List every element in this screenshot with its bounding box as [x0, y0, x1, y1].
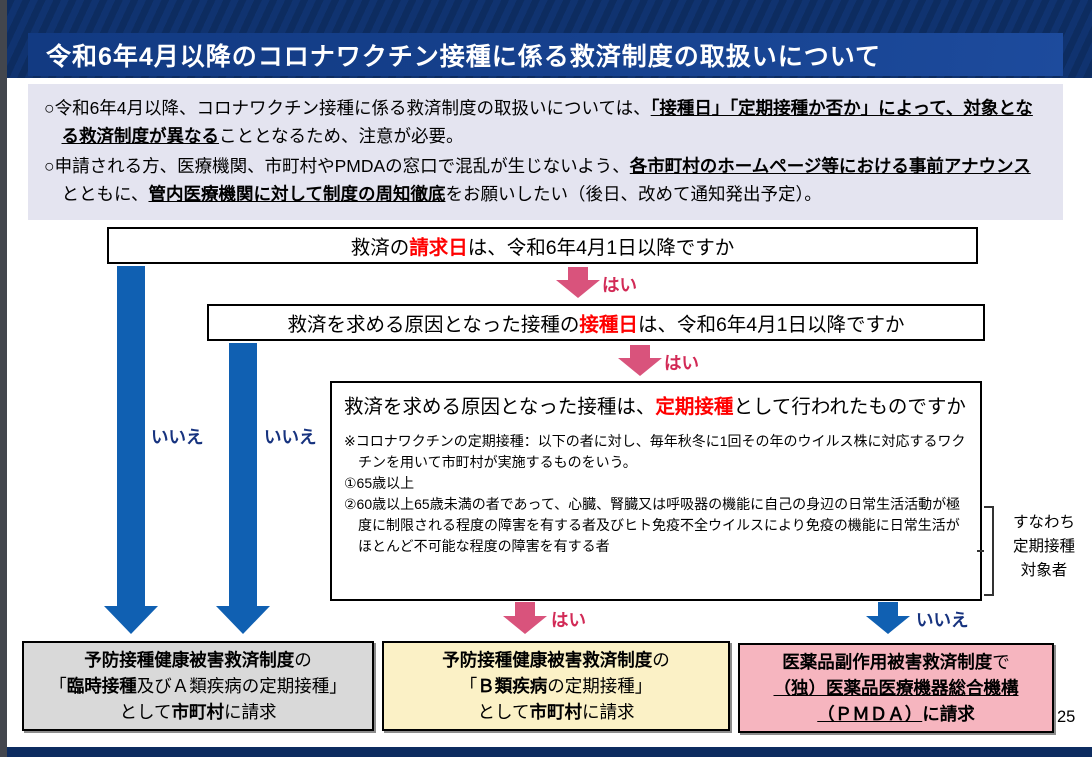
outcome-line: 「Ｂ類疾病の定期接種」	[459, 675, 653, 696]
outcome-line: （独）医薬品医療機器総合機構	[773, 677, 1019, 698]
note-item-1: ①65歳以上	[344, 475, 415, 492]
summary-bullet-1: ○令和6年4月以降、コロナワクチン接種に係る救済制度の取扱いについては、「接種日…	[44, 98, 1033, 146]
question-text: 救済を求める原因となった接種の接種日は、令和6年4月1日以降ですか	[287, 314, 905, 336]
vaccination-date-emphasis: 接種日	[579, 314, 638, 336]
summary-bullet-2-emphasis-1: 各市町村のホームページ等における事前アナウンス	[629, 156, 1031, 176]
yes-arrow-1	[556, 267, 600, 298]
question-box-routine-vaccination: 救済を求める原因となった接種は、定期接種として行われたものですか ※コロナワクチ…	[330, 381, 982, 601]
question-box-claim-date: 救済の請求日は、令和6年4月1日以降ですか	[107, 227, 978, 264]
routine-vaccination-emphasis: 定期接種	[655, 396, 734, 418]
outcome-line: 医薬品副作用被害救済制度で	[782, 651, 1010, 672]
note-definition: ※コロナワクチンの定期接種：以下の者に対し、毎年秋冬に1回その年のウイルス株に対…	[344, 433, 966, 471]
outcome-line: として市町村に請求	[119, 702, 277, 723]
outcome-box-pmda: 医薬品副作用被害救済制度で （独）医薬品医療機器総合機構 （ＰＭＤＡ）に請求	[738, 643, 1054, 733]
note-item-2: ②60歳以上65歳未満の者であって、心臓、腎臓又は呼吸器の機能に自己の身辺の日常…	[344, 496, 961, 555]
yes-label-1: はい	[602, 275, 637, 295]
no-arrow-left-1	[104, 266, 158, 634]
outcome-line: 「臨時接種及びＡ類疾病の定期接種」	[49, 675, 347, 696]
yes-arrow-2	[618, 345, 662, 376]
no-label-2: いいえ	[264, 427, 317, 447]
outcome-line: として市町村に請求	[477, 702, 635, 723]
outcome-box-class-b-routine: 予防接種健康被害救済制度の 「Ｂ類疾病の定期接種」 として市町村に請求	[382, 641, 730, 731]
window-left-edge	[0, 0, 7, 757]
outcome-line: 予防接種健康被害救済制度の	[84, 649, 312, 670]
slide-title: 令和6年4月以降のコロナワクチン接種に係る救済制度の取扱いについて	[46, 42, 882, 71]
no-arrow-3	[866, 602, 910, 634]
claim-date-emphasis: 請求日	[409, 237, 468, 259]
outcome-line: （ＰＭＤＡ）に請求	[817, 704, 975, 725]
summary-panel: ○令和6年4月以降、コロナワクチン接種に係る救済制度の取扱いについては、「接種日…	[28, 84, 1063, 220]
bracket-note: すなわち 定期接種 対象者	[1012, 514, 1075, 580]
question-box-vaccination-date: 救済を求める原因となった接種の接種日は、令和6年4月1日以降ですか	[207, 304, 985, 341]
yes-label-3: はい	[551, 610, 586, 630]
routine-vaccination-note: ※コロナワクチンの定期接種：以下の者に対し、毎年秋冬に1回その年のウイルス株に対…	[344, 431, 968, 557]
no-arrow-left-2	[216, 343, 270, 634]
page-number: 25	[1057, 708, 1076, 726]
footer-background-band	[7, 747, 1092, 757]
yes-label-2: はい	[664, 353, 699, 373]
yes-arrow-3	[503, 602, 547, 634]
question-text: 救済を求める原因となった接種は、定期接種として行われたものですか	[344, 396, 966, 418]
bracket	[977, 506, 994, 596]
summary-bullet-1-emphasis: 「接種日」「定期接種か否か」によって、対象となる救済制度が異なる	[61, 98, 1033, 146]
question-text: 救済の請求日は、令和6年4月1日以降ですか	[350, 237, 735, 259]
summary-bullet-2-emphasis-2: 管内医療機関に対して制度の周知徹底	[148, 184, 446, 204]
no-label-3: いいえ	[916, 610, 969, 630]
no-label-1: いいえ	[151, 427, 204, 447]
slide-title-banner: 令和6年4月以降のコロナワクチン接種に係る救済制度の取扱いについて	[28, 33, 1063, 76]
summary-bullet-2: ○申請される方、医療機関、市町村やPMDAの窓口で混乱が生じないよう、各市町村の…	[44, 156, 1031, 204]
outcome-line: 予防接種健康被害救済制度の	[442, 649, 670, 670]
outcome-box-temporary-class-a: 予防接種健康被害救済制度の 「臨時接種及びＡ類疾病の定期接種」 として市町村に請…	[22, 641, 374, 731]
